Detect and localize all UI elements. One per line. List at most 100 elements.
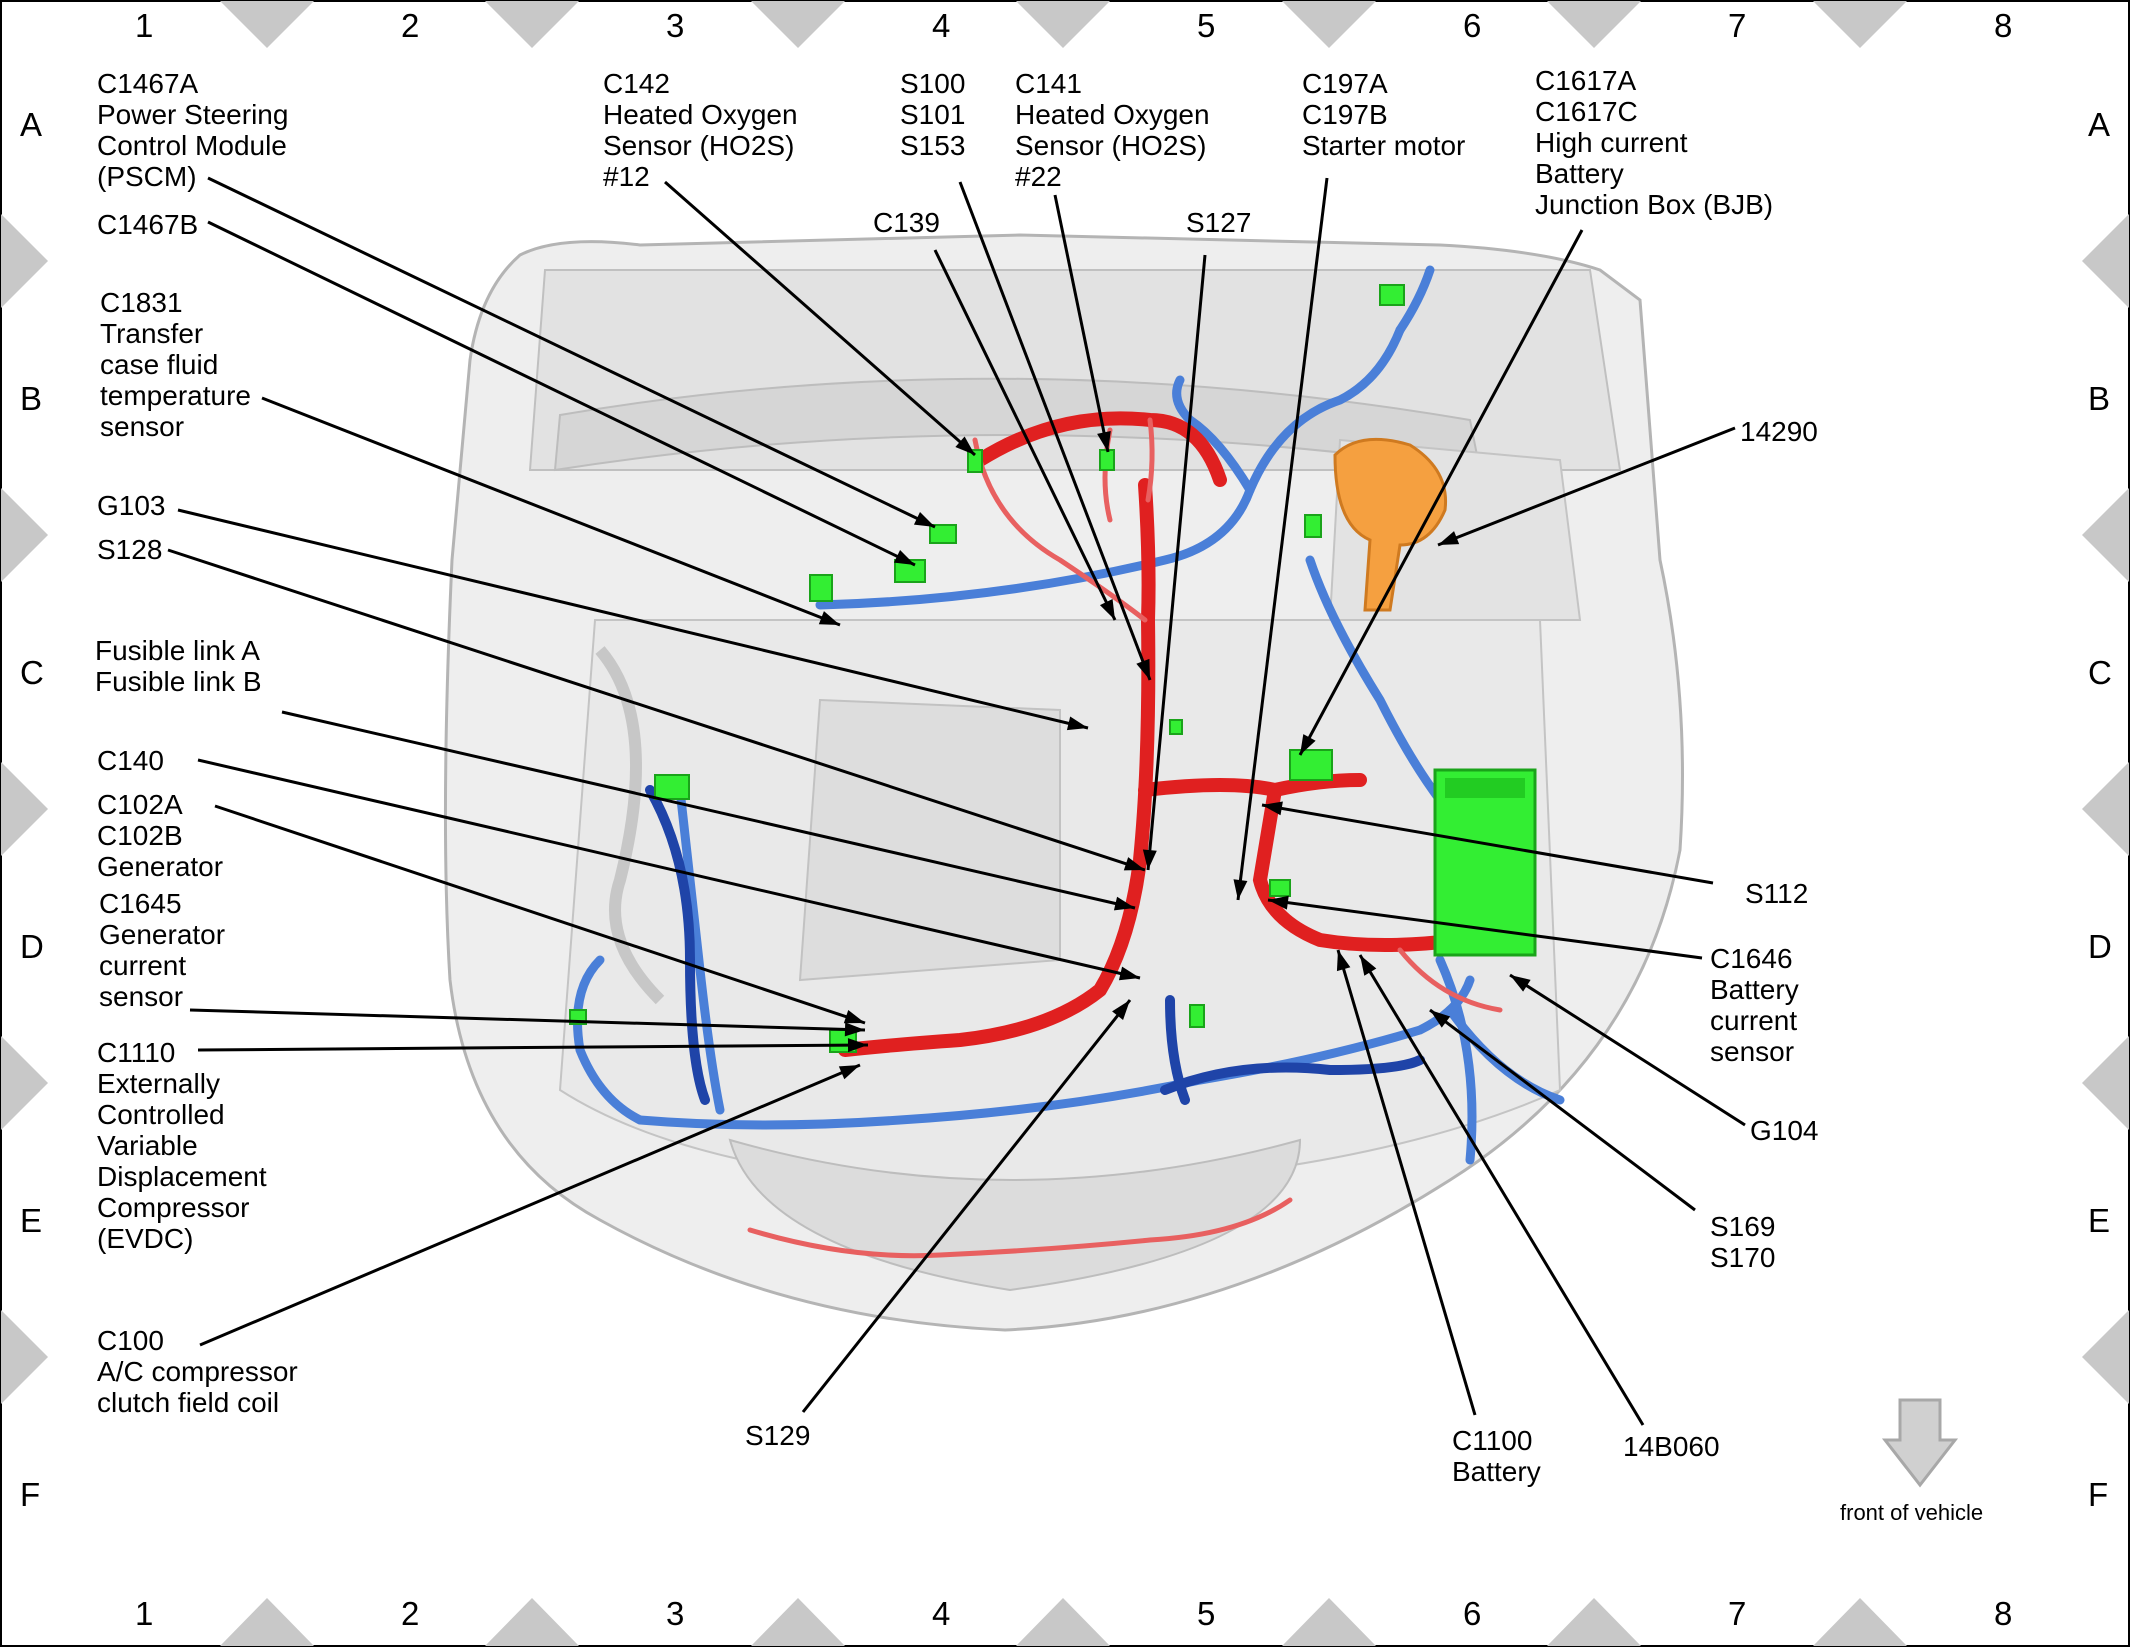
grid-col-top: 5: [1197, 7, 1216, 44]
callout-line: (PSCM): [97, 161, 197, 192]
callout-line: Variable: [97, 1130, 198, 1161]
callout-line: Heated Oxygen: [603, 99, 798, 130]
leader-arrowhead: [1123, 857, 1145, 871]
leader-line: [207, 176, 936, 529]
callout-line: C142: [603, 68, 670, 99]
frame-marker-triangle: [1547, 1, 1641, 48]
leader-line: [1336, 949, 1477, 1416]
leader-line: [958, 181, 1152, 681]
leader-line: [261, 396, 841, 627]
grid-col-bottom: 1: [135, 1595, 154, 1632]
grid-row-right: B: [2088, 380, 2111, 417]
callout-line: C1110: [97, 1037, 176, 1068]
callout-p14b060: 14B060: [1623, 1431, 1720, 1462]
callout-s128: S128: [97, 534, 162, 565]
callout-line: clutch field coil: [97, 1387, 280, 1418]
leader-arrowhead: [913, 512, 935, 527]
callout-line: Starter motor: [1302, 130, 1466, 161]
callout-line: G103: [97, 490, 166, 521]
leader-line: [1437, 426, 1736, 547]
grid-col-top: 1: [135, 7, 154, 44]
frame-marker-triangle: [2082, 762, 2129, 856]
frame-marker-triangle: [220, 1598, 314, 1646]
callout-line: Sensor (HO2S): [1015, 130, 1207, 161]
leader-arrowhead: [1438, 531, 1460, 545]
callout-line: S101: [900, 99, 966, 130]
leader-line: [189, 1008, 866, 1032]
leader-arrowhead: [1336, 950, 1351, 972]
frame-marker-triangle: [2082, 214, 2129, 308]
callout-line: S129: [745, 1420, 811, 1451]
leader-line: [1429, 1008, 1696, 1212]
grid-row-left: C: [20, 654, 44, 691]
grid-col-bottom: 5: [1197, 1595, 1216, 1632]
grid-row-right: D: [2088, 928, 2112, 965]
callout-line: C1646: [1710, 943, 1793, 974]
callout-line: Battery: [1535, 158, 1624, 189]
leader-line: [1236, 177, 1329, 901]
callout-line: Compressor: [97, 1192, 250, 1223]
callout-line: Battery: [1710, 974, 1799, 1005]
leader-line: [1298, 229, 1584, 756]
leader-line: [199, 1063, 861, 1347]
battery-junction-box: [1433, 768, 1537, 957]
blue-harness-dark: [645, 785, 1425, 1105]
leader-arrowhead: [818, 611, 840, 625]
leader-arrowhead: [844, 1022, 865, 1037]
callout-line: Power Steering: [97, 99, 289, 130]
callout-line: S100: [900, 68, 966, 99]
frame-marker-triangle: [1, 762, 48, 856]
leader-arrowhead: [1510, 975, 1531, 992]
grid-col-bottom: 7: [1728, 1595, 1747, 1632]
leader-arrowhead: [893, 549, 915, 565]
callout-line: Generator: [97, 851, 224, 882]
grid-col-bottom: 6: [1463, 1595, 1482, 1632]
grid-col-top: 4: [932, 7, 951, 44]
frame-marker-triangle: [1, 214, 48, 308]
callout-line: C1831: [100, 287, 183, 318]
grid-row-left: B: [20, 380, 43, 417]
grid-col-top: 3: [666, 7, 685, 44]
leader-line: [177, 508, 1089, 730]
leader-arrowhead: [1262, 801, 1283, 816]
callout-line: current: [99, 950, 187, 981]
grid-col-top: 7: [1728, 7, 1747, 44]
callout-line: temperature: [100, 380, 251, 411]
frame-marker-triangle: [2082, 488, 2129, 582]
callout-line: C1617A: [1535, 65, 1637, 96]
callout-line: Transfer: [100, 318, 204, 349]
callout-c140: C140: [97, 745, 164, 776]
callout-line: sensor: [100, 411, 185, 442]
callout-line: #22: [1015, 161, 1062, 192]
grid-col-bottom: 8: [1994, 1595, 2013, 1632]
callout-line: C140: [97, 745, 164, 776]
callout-line: C141: [1015, 68, 1082, 99]
leader-line: [167, 548, 1146, 872]
leader-arrowheads: [818, 430, 1531, 1080]
leader-line: [207, 220, 916, 567]
frame-marker-triangle: [220, 1, 314, 48]
leader-line: [1146, 254, 1207, 871]
callout-s112: S112: [1745, 878, 1808, 909]
frame-marker-triangle: [2082, 1310, 2129, 1404]
callout-line: Sensor (HO2S): [603, 130, 795, 161]
grid-col-top: 8: [1994, 7, 2013, 44]
callout-line: S169: [1710, 1211, 1776, 1242]
grid-row-right: C: [2088, 654, 2112, 691]
callout-line: C197A: [1302, 68, 1388, 99]
callout-line: C102A: [97, 789, 183, 820]
leader-arrowhead: [1360, 955, 1377, 976]
leader-arrowhead: [1112, 1000, 1130, 1021]
front-of-vehicle-note: front of vehicle: [1840, 1500, 1984, 1525]
callout-line: C1467B: [97, 209, 199, 240]
leader-arrowhead: [1097, 430, 1111, 452]
frame-marker-triangle: [2082, 1036, 2129, 1130]
leader-line: [1267, 898, 1703, 960]
callout-line: current: [1710, 1005, 1798, 1036]
callout-line: Heated Oxygen: [1015, 99, 1210, 130]
